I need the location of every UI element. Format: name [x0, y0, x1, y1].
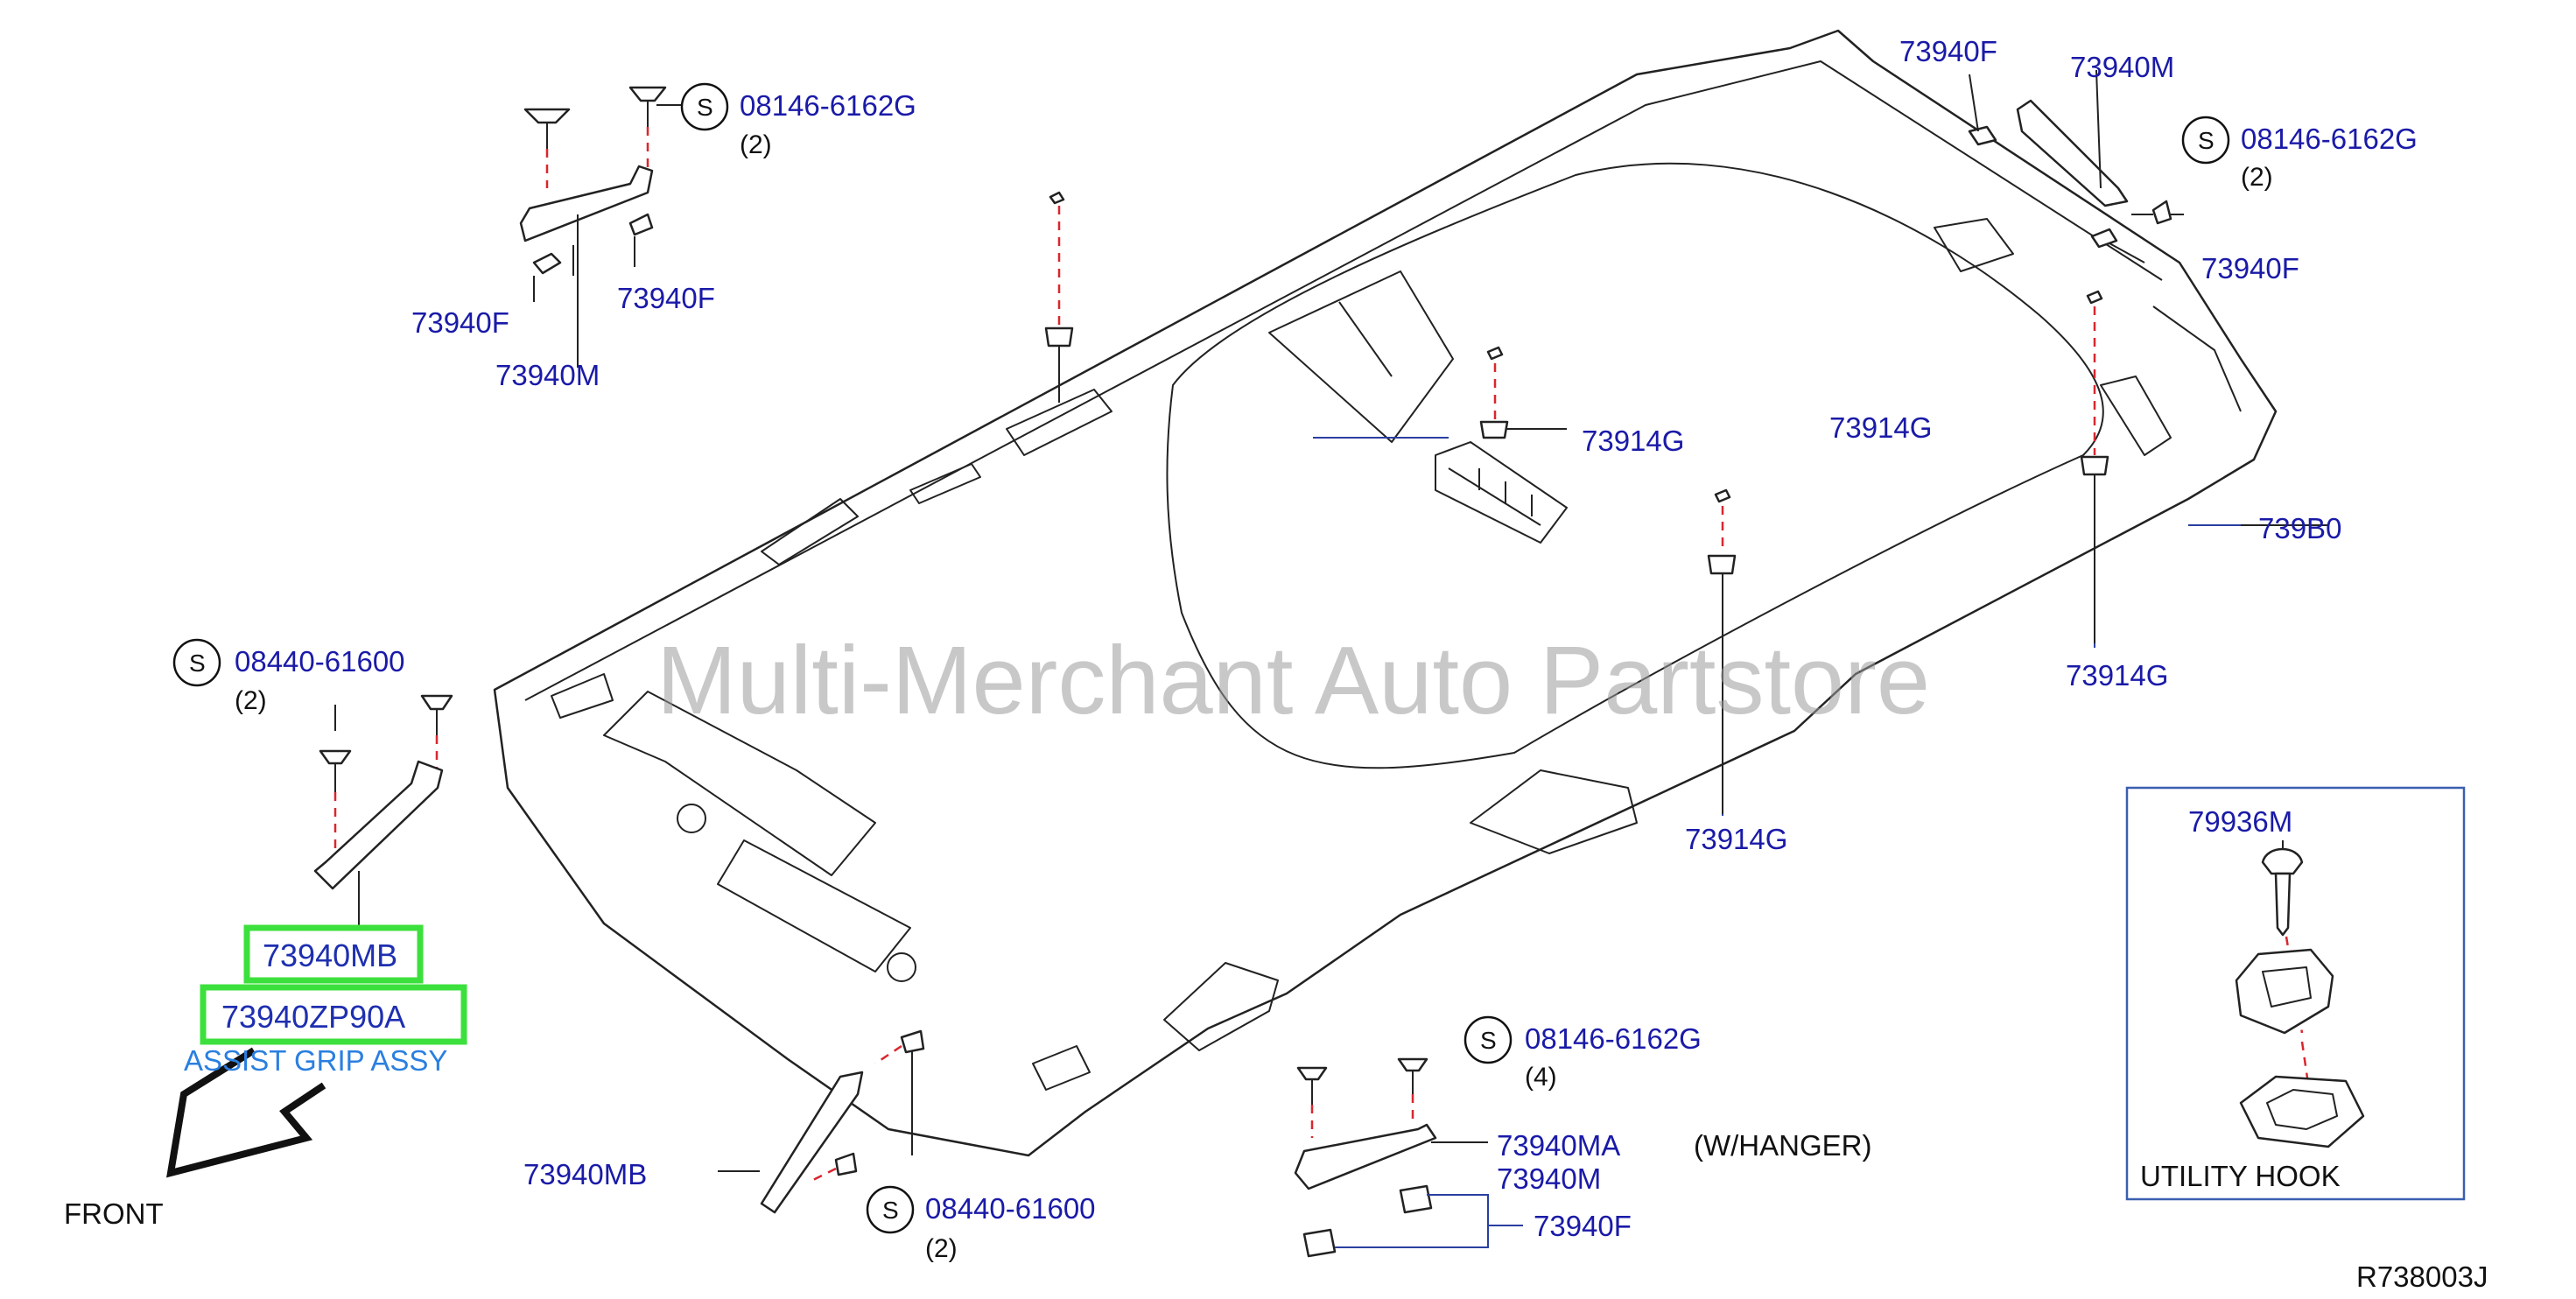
bolt-head-icon [628, 86, 667, 102]
s-symbol-label: S [2198, 127, 2215, 154]
bolt-head-icon [1296, 1066, 1328, 1081]
highlight-box-part-b [200, 984, 467, 1045]
rear-left-grip-a: 73940MA [1497, 1129, 1620, 1162]
screw-head-icon [2261, 847, 2304, 875]
bolt-head-icon [2151, 200, 2172, 225]
front-arrow-icon [166, 1047, 326, 1178]
s-symbol-icon [2181, 116, 2230, 165]
rear-left-bolt-part: 08146-6162G [1525, 1022, 1702, 1055]
rear-right-bolt-qty: (2) [2241, 163, 2273, 192]
clip-icon [2080, 455, 2109, 476]
assist-grip-icon [1294, 1123, 1437, 1190]
rear-left-bolt-qty: (4) [1525, 1063, 1557, 1092]
front-left-bolt-qty: (2) [235, 686, 267, 715]
clip-right: 73914G [2066, 659, 2168, 692]
utility-hook-title: UTILITY HOOK [2140, 1160, 2341, 1192]
bolt-head-icon [420, 694, 453, 711]
highlight-box-part-a [243, 924, 424, 984]
pillar-bolt-qty: (2) [925, 1234, 958, 1263]
clip-group [1044, 191, 2328, 814]
rear-left-clip: 73940F [1534, 1210, 1632, 1242]
pillar-grip-part: 73940MB [523, 1158, 647, 1190]
highlight-part-b[interactable]: 73940ZP90A [221, 999, 405, 1035]
bolt-head-icon [1397, 1057, 1428, 1072]
clip-lower: 73914G [1685, 823, 1787, 855]
pillar-grip-group [718, 1029, 925, 1214]
variant-note: (W/HANGER) [1694, 1129, 1871, 1162]
front-left-bolt-part: 08440-61600 [235, 645, 405, 678]
front-right-grip-group [519, 86, 691, 368]
hook-icon [2235, 948, 2334, 1035]
s-symbol-icon [680, 82, 729, 131]
rear-left-grip-b: 73940M [1497, 1162, 1601, 1195]
bolt-head-icon [523, 108, 571, 124]
s-symbol-label: S [1480, 1027, 1497, 1054]
rear-right-bolt-part: 08146-6162G [2241, 123, 2418, 155]
clip-icon [1044, 327, 1074, 348]
front-label: FRONT [64, 1197, 164, 1230]
front-right-grip: 73940M [495, 359, 600, 391]
utility-hook-inset [2125, 786, 2466, 1201]
s-symbol-label: S [189, 650, 206, 677]
bolt-head-icon [900, 1029, 925, 1054]
assist-grip-icon [519, 165, 654, 242]
front-right-bolt-qty: (2) [740, 130, 772, 159]
utility-hook-part: 79936M [2188, 805, 2292, 838]
clip-upper: 73914G [1829, 411, 1932, 444]
assist-grip-icon [760, 1071, 864, 1214]
watermark: Multi-Merchant Auto Partstore [656, 627, 1930, 734]
s-symbol-icon [172, 638, 221, 687]
diagram-code: R738003J [2356, 1260, 2488, 1293]
headlining-part: 739B0 [2258, 512, 2341, 544]
pillar-bolt-part: 08440-61600 [925, 1192, 1096, 1225]
clip-icon [1707, 554, 1737, 575]
rear-left-grip-group [1294, 1057, 1523, 1258]
clip-icon [1479, 420, 1509, 439]
headlining-panel [493, 29, 2278, 1157]
s-symbol-label: S [697, 94, 713, 121]
bolt-head-icon [319, 749, 352, 765]
highlight-description[interactable]: ASSIST GRIP ASSY [184, 1044, 447, 1077]
s-symbol-icon [866, 1185, 915, 1234]
s-symbol-label: S [882, 1197, 899, 1224]
highlight-part-a[interactable]: 73940MB [263, 937, 397, 973]
front-left-grip-group [313, 694, 453, 928]
clip-center: 73914G [1582, 425, 1684, 457]
screw-shank-icon [2274, 872, 2292, 937]
front-right-bolt-part: 08146-6162G [740, 89, 916, 122]
s-symbol-icon [1463, 1015, 1513, 1064]
bolt-head-icon [834, 1152, 858, 1176]
rear-right-clip-bottom: 73940F [2201, 252, 2299, 284]
front-right-clip-a: 73940F [411, 306, 509, 339]
front-right-clip-b: 73940F [617, 282, 715, 314]
assist-grip-icon [313, 760, 444, 890]
rear-right-clip-top: 73940F [1899, 35, 1997, 67]
rear-right-grip: 73940M [2070, 51, 2174, 83]
rear-right-grip-group [1968, 69, 2184, 263]
